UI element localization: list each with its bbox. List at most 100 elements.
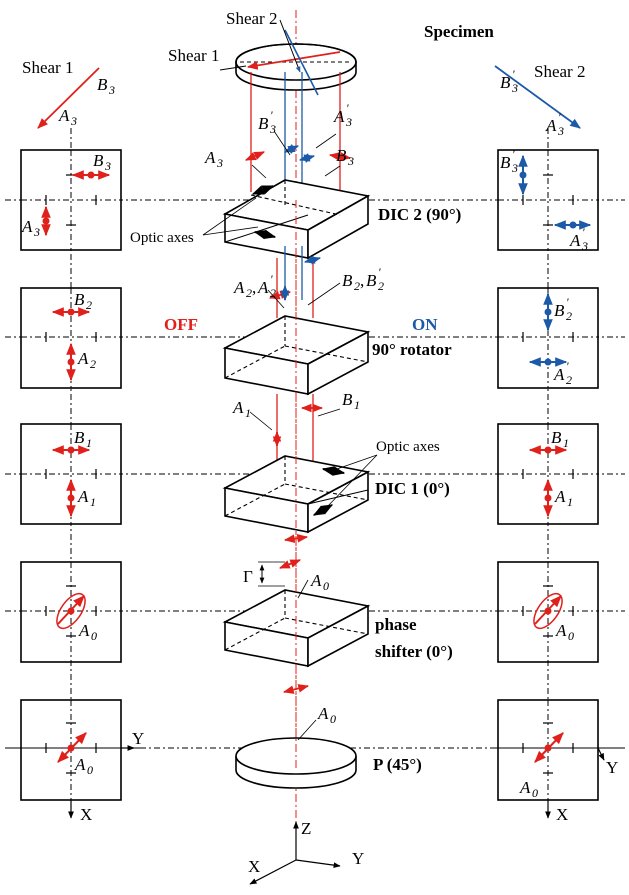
- right-box-2: [497, 287, 599, 389]
- svg-text:': ': [582, 225, 585, 239]
- svg-text:A: A: [317, 704, 329, 723]
- right-box-vectors: [518, 154, 592, 763]
- svg-text:A: A: [569, 231, 581, 250]
- svg-text:B: B: [342, 390, 353, 409]
- shear2-top-label: Shear 2: [226, 9, 277, 28]
- svg-text:2: 2: [86, 298, 92, 312]
- svg-text:3: 3: [216, 156, 223, 170]
- phase-label-1: phase: [375, 615, 417, 634]
- left-y-axis-label: Y: [132, 729, 144, 748]
- svg-text:0: 0: [330, 712, 336, 726]
- svg-text:3: 3: [511, 81, 518, 95]
- on-label: ON: [412, 315, 438, 334]
- svg-text:2: 2: [270, 286, 276, 300]
- central-optics: [202, 10, 378, 840]
- svg-text:B: B: [342, 271, 353, 290]
- svg-text:0: 0: [568, 629, 574, 643]
- optic-axes-mid-label: Optic axes: [376, 439, 440, 455]
- svg-text:1: 1: [245, 406, 251, 420]
- svg-text:A: A: [58, 106, 70, 125]
- shear2-right-label: Shear 2: [534, 62, 585, 81]
- svg-text:,: ,: [360, 271, 364, 290]
- svg-text:3: 3: [511, 161, 518, 175]
- svg-text:B: B: [258, 114, 269, 133]
- svg-text:': ': [566, 295, 569, 309]
- svg-text:B: B: [336, 146, 347, 165]
- svg-text:A: A: [555, 621, 567, 640]
- z-axis-label: Z: [301, 819, 311, 838]
- gamma-label: Γ: [243, 567, 253, 586]
- rotator-label: 90° rotator: [372, 340, 452, 359]
- svg-text:3: 3: [347, 154, 354, 168]
- dic2-label: DIC 2 (90°): [378, 205, 461, 224]
- svg-text:3: 3: [104, 159, 111, 173]
- svg-text:0: 0: [87, 763, 93, 777]
- svg-text:0: 0: [323, 579, 329, 593]
- svg-text:B: B: [500, 73, 511, 92]
- svg-text:1: 1: [354, 398, 360, 412]
- svg-text:A: A: [204, 148, 216, 167]
- svg-text:A: A: [554, 487, 566, 506]
- svg-text:B: B: [74, 290, 85, 309]
- svg-text:': ': [512, 147, 515, 161]
- dic1-label: DIC 1 (0°): [375, 479, 450, 498]
- svg-text:': ': [346, 101, 349, 115]
- svg-text:3: 3: [557, 124, 564, 138]
- left-x-axis-label: X: [80, 805, 92, 824]
- y-axis-label: Y: [352, 849, 364, 868]
- right-x-axis-label: X: [556, 805, 568, 824]
- svg-text:3: 3: [269, 122, 276, 136]
- svg-text:A: A: [77, 349, 89, 368]
- svg-text:': ': [512, 67, 515, 81]
- svg-text:3: 3: [345, 115, 352, 129]
- svg-text:B: B: [554, 301, 565, 320]
- svg-text:2: 2: [566, 309, 572, 323]
- svg-text:B: B: [500, 153, 511, 172]
- svg-text:A: A: [21, 217, 33, 236]
- svg-text:': ': [566, 359, 569, 373]
- svg-text:3: 3: [581, 239, 588, 253]
- svg-text:B: B: [366, 271, 377, 290]
- x-axis-label: X: [248, 857, 260, 876]
- shear-arrows: [37, 65, 581, 129]
- xyz-triad: [249, 821, 341, 885]
- svg-text:B: B: [551, 428, 562, 447]
- svg-text:1: 1: [567, 495, 573, 509]
- text-labels: Shear 2 Shear 1 Specimen Shear 1 Shear 2…: [21, 9, 618, 876]
- svg-text:A: A: [257, 278, 269, 297]
- svg-text:A: A: [233, 278, 245, 297]
- specimen-label: Specimen: [424, 22, 494, 41]
- svg-text:B: B: [74, 428, 85, 447]
- svg-text:': ': [378, 265, 381, 279]
- svg-text:0: 0: [91, 629, 97, 643]
- svg-text:1: 1: [563, 436, 569, 450]
- svg-text:1: 1: [90, 495, 96, 509]
- svg-text:': ': [558, 110, 561, 124]
- shear1-left-label: Shear 1: [22, 58, 73, 77]
- svg-text:A: A: [232, 398, 244, 417]
- right-y-axis-label: Y: [606, 758, 618, 777]
- svg-text:0: 0: [532, 786, 538, 800]
- svg-text:,: ,: [252, 278, 256, 297]
- svg-text:2: 2: [90, 357, 96, 371]
- svg-text:2: 2: [246, 286, 252, 300]
